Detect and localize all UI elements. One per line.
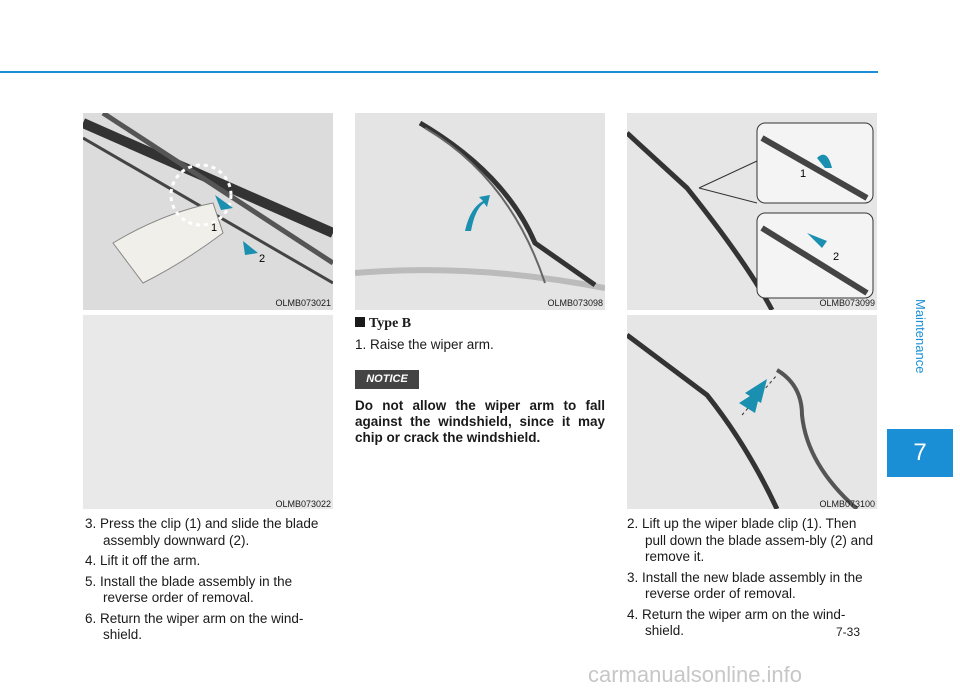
list-item: 3. Install the new blade assembly in the… (627, 569, 863, 602)
step-raise-arm: 1. Raise the wiper arm. (355, 337, 494, 352)
list-item: 6. Return the wiper arm on the wind-shie… (85, 610, 304, 643)
section-title-text: Type B (369, 316, 412, 331)
photo-raise-wiper-arm (355, 113, 605, 310)
list-item: 5. Install the blade assembly in the rev… (85, 573, 293, 606)
list-item: 4. Return the wiper arm on the wind-shie… (627, 606, 846, 639)
bullet-square-icon (355, 317, 365, 327)
list-item: 4. Lift it off the arm. (85, 553, 201, 568)
image-code-2: OLMB073022 (275, 499, 331, 509)
photo-lift-clip-detail: 1 2 (627, 113, 877, 310)
chapter-number-box: 7 (887, 429, 953, 477)
image-code-1: OLMB073021 (275, 298, 331, 308)
image-code-4: OLMB073099 (819, 298, 875, 308)
image-code-3: OLMB073098 (547, 298, 603, 308)
callout-2: 2 (833, 251, 839, 263)
callout-1: 1 (211, 222, 217, 234)
callout-1: 1 (800, 168, 806, 180)
section-title: Type B (355, 316, 411, 332)
notice-badge: NOTICE (355, 370, 419, 389)
list-item: 2. Lift up the wiper blade clip (1). The… (627, 516, 874, 564)
photo-blade-clip-removal: 1 2 (83, 113, 333, 310)
right-steps-list: 2. Lift up the wiper blade clip (1). The… (627, 516, 879, 644)
page-number: 7-33 (836, 625, 861, 639)
watermark: carmanualsonline.info (588, 662, 803, 687)
notice-text: Do not allow the wiper arm to fall again… (355, 398, 605, 445)
list-item: 3. Press the clip (1) and slide the blad… (85, 516, 319, 548)
callout-2: 2 (259, 253, 265, 265)
photo-remove-blade-assembly (627, 315, 877, 509)
left-steps-list: 3. Press the clip (1) and slide the blad… (85, 516, 335, 648)
header-rule (0, 71, 878, 73)
section-tab-label: Maintenance (913, 299, 928, 374)
image-code-5: OLMB073100 (819, 499, 875, 509)
photo-placeholder (83, 315, 333, 509)
